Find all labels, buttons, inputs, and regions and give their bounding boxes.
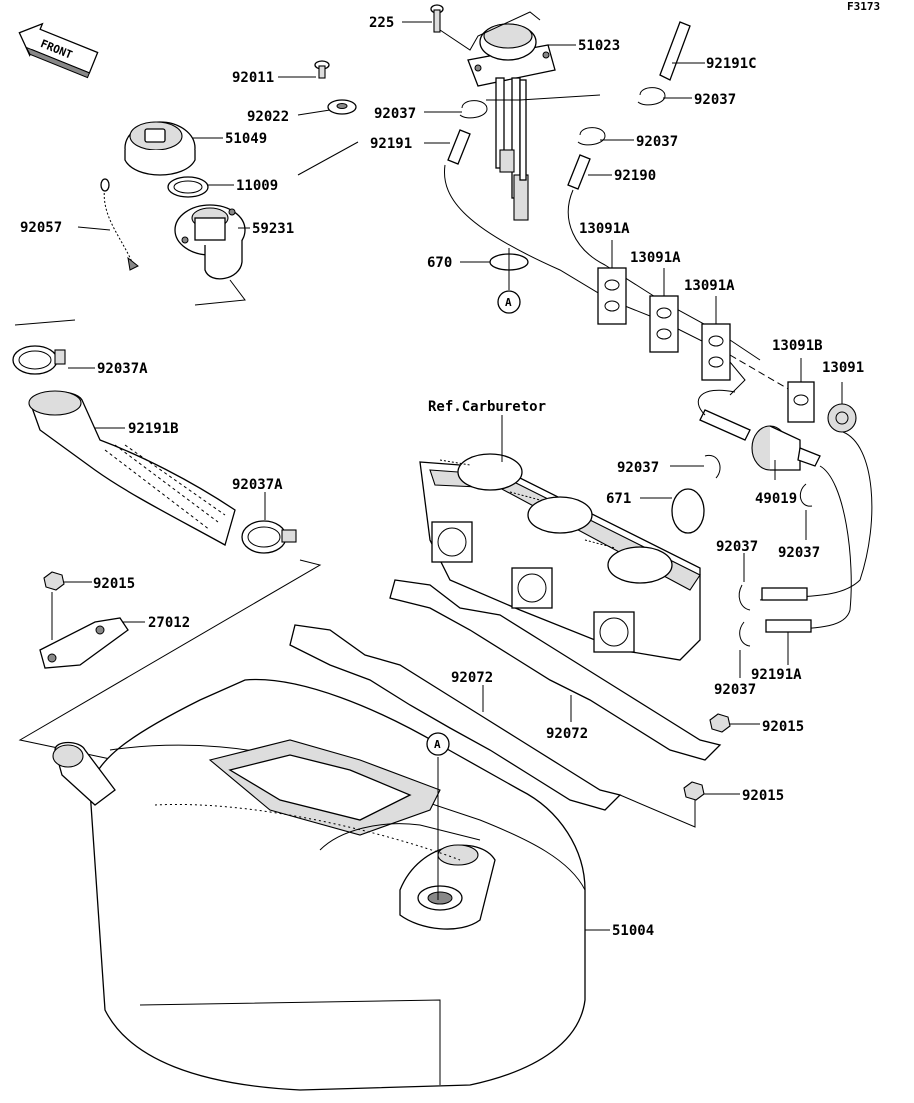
- fuel-filter-49019: [699, 409, 821, 471]
- hose-clamp-13091a-2: [649, 295, 679, 353]
- label-92037-mid: 92037: [617, 460, 659, 476]
- label-92037-top-middle: 92037: [636, 134, 678, 150]
- hose-92191: [447, 129, 471, 165]
- label-51023: 51023: [578, 38, 620, 54]
- label-49019: 49019: [755, 491, 797, 507]
- screw-225: [430, 4, 444, 33]
- label-92191b: 92191B: [128, 421, 179, 437]
- label-92037-top-left: 92037: [374, 106, 416, 122]
- label-13091b: 13091B: [772, 338, 823, 354]
- label-92015-left: 92015: [93, 576, 135, 592]
- label-92072-lower: 92072: [546, 726, 588, 742]
- label-92191a: 92191A: [751, 667, 802, 683]
- clamp-92037-r2: [799, 483, 813, 507]
- label-13091a-2: 13091A: [630, 250, 681, 266]
- clamp-92037a-lower: [241, 520, 297, 554]
- gasket-92072-upper: [389, 579, 722, 761]
- bracket-27012: [39, 617, 129, 669]
- clamp-92037-top-middle: [577, 127, 606, 146]
- hose-92191c: [659, 21, 691, 81]
- hose-92190: [567, 154, 591, 190]
- clamp-92037a-upper: [12, 345, 66, 375]
- label-92011: 92011: [232, 70, 274, 86]
- fuel-pump-assembly-51023: [467, 23, 556, 221]
- clamp-92037-r3: [739, 621, 751, 647]
- label-92072-upper: 92072: [451, 670, 493, 686]
- clamp-92037-top-right: [637, 87, 666, 106]
- label-92057: 92057: [20, 220, 62, 236]
- o-ring-671: [671, 488, 705, 534]
- label-13091a-1: 13091A: [579, 221, 630, 237]
- clamp-92037-mid: [704, 454, 721, 479]
- label-92191c: 92191C: [706, 56, 757, 72]
- nut-92015-right-upper: [709, 713, 731, 733]
- label-92037-r1: 92037: [716, 539, 758, 555]
- label-59231: 59231: [252, 221, 294, 237]
- label-11009: 11009: [236, 178, 278, 194]
- filler-neck-59231: [174, 204, 246, 280]
- nut-92015-left: [43, 571, 65, 591]
- washer-92022: [327, 99, 357, 115]
- label-27012: 27012: [148, 615, 190, 631]
- label-51004: 51004: [612, 923, 654, 939]
- label-51049: 51049: [225, 131, 267, 147]
- label-92015-right-upper: 92015: [762, 719, 804, 735]
- label-92022: 92022: [247, 109, 289, 125]
- fuel-tank-51004: [52, 678, 586, 1091]
- figure-code: F3173: [847, 0, 880, 13]
- o-ring-11009: [167, 176, 209, 198]
- svg-text:A: A: [505, 296, 512, 309]
- label-92037-r2: 92037: [778, 545, 820, 561]
- hose-clamp-13091a-1: [597, 267, 627, 325]
- label-92015-right-lower: 92015: [742, 788, 784, 804]
- label-13091a-3: 13091A: [684, 278, 735, 294]
- label-671: 671: [606, 491, 631, 507]
- label-ref-carburetor: Ref.Carburetor: [428, 399, 546, 415]
- label-92037-top-right: 92037: [694, 92, 736, 108]
- label-92037-r3: 92037: [714, 682, 756, 698]
- clamp-92037-top-left: [459, 100, 488, 119]
- callout-a-top: A: [497, 290, 521, 314]
- gasket-92072-lower: [289, 624, 622, 811]
- filler-cap-51049: [124, 121, 196, 176]
- label-225: 225: [369, 15, 394, 31]
- label-92037a-upper: 92037A: [97, 361, 148, 377]
- callout-a-bottom: A: [426, 732, 450, 756]
- hose-92191a-upper: [761, 587, 808, 601]
- label-92190: 92190: [614, 168, 656, 184]
- filler-hose-92191b: [28, 390, 236, 546]
- hose-clamp-13091b: [787, 381, 815, 423]
- label-13091: 13091: [822, 360, 864, 376]
- label-92191: 92191: [370, 136, 412, 152]
- front-arrow-icon: FRONT: [18, 22, 99, 79]
- clamp-92037-r1: [738, 584, 751, 611]
- hose-clamp-13091a-3: [701, 323, 731, 381]
- carburetor-assembly: [419, 453, 701, 661]
- strap-92057: [100, 178, 139, 271]
- svg-text:A: A: [434, 738, 441, 751]
- label-92037a-lower: 92037A: [232, 477, 283, 493]
- bolt-92011: [314, 60, 330, 79]
- hose-clamp-13091: [827, 403, 857, 433]
- label-670: 670: [427, 255, 452, 271]
- hose-92191a-lower: [765, 619, 812, 633]
- nut-92015-right-lower: [683, 781, 705, 801]
